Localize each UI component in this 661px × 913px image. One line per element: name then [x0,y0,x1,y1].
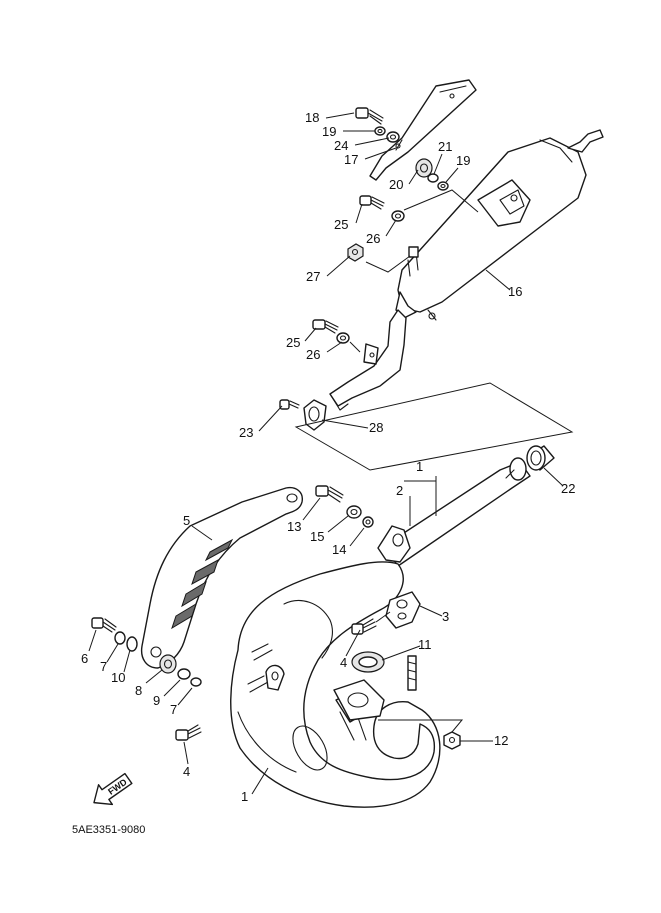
washer-part [126,636,138,652]
callout-1: 1 [416,459,423,474]
clamp-part [303,399,327,431]
heat-shield-part [369,79,477,181]
washer-part [391,210,405,222]
washer-part [374,126,386,136]
bolt-part [91,617,117,633]
callout-24: 24 [334,138,348,153]
callout-28: 28 [369,420,383,435]
bolt-part [351,618,377,635]
silencer-part [395,129,604,321]
callout-19: 19 [322,124,336,139]
callout-19: 19 [456,153,470,168]
callout-20: 20 [389,177,403,192]
bolt-part [279,399,300,410]
callout-7: 7 [100,659,107,674]
nut-part [347,243,364,262]
collar-part [177,668,191,680]
bracket-part [385,591,421,629]
callout-1: 1 [241,789,248,804]
callout-4: 4 [183,764,190,779]
bolt-part [355,107,384,125]
pipe-bracket-part [377,525,411,563]
callout-11: 11 [418,637,432,652]
bolt-part [312,319,339,334]
reference-code: 5AE3351-9080 [72,824,145,836]
callout-6: 6 [81,651,88,666]
callout-27: 27 [306,269,320,284]
bolt-part [175,724,202,741]
grommet-part [415,158,433,178]
callout-21: 21 [438,139,452,154]
callout-7: 7 [170,702,177,717]
collar-part [362,516,374,528]
callout-9: 9 [153,693,160,708]
callout-4: 4 [340,655,347,670]
callout-10: 10 [111,670,125,685]
washer-part [437,181,449,191]
washer-part [114,631,126,645]
stud-part [407,655,417,691]
callout-18: 18 [305,110,319,125]
callout-26: 26 [366,231,380,246]
grommet-part [159,654,177,674]
forward-arrow-icon: FWD [93,772,133,806]
callout-3: 3 [442,609,449,624]
callout-25: 25 [334,217,348,232]
collar-part [427,173,439,183]
callout-14: 14 [332,542,346,557]
callout-5: 5 [183,513,190,528]
callout-26: 26 [306,347,320,362]
washer-part [336,332,350,344]
callout-25: 25 [286,335,300,350]
bolt-part [359,195,385,210]
callout-8: 8 [135,683,142,698]
heat-protector-part [140,486,303,669]
callout-12: 12 [494,733,508,748]
gasket-part [351,651,385,673]
callout-23: 23 [239,425,253,440]
washer-part [346,505,362,519]
silencer-pipe-part [329,309,407,411]
callout-17: 17 [344,152,358,167]
callout-15: 15 [310,529,324,544]
collar-part [386,131,400,143]
callout-22: 22 [561,481,575,496]
flange-part [333,679,385,721]
callout-13: 13 [287,519,301,534]
callout-2: 2 [396,483,403,498]
bolt-part [315,485,344,503]
nut-part [443,731,461,750]
callout-16: 16 [508,284,522,299]
joint-sleeve-part [526,445,555,471]
washer-part [190,677,202,687]
